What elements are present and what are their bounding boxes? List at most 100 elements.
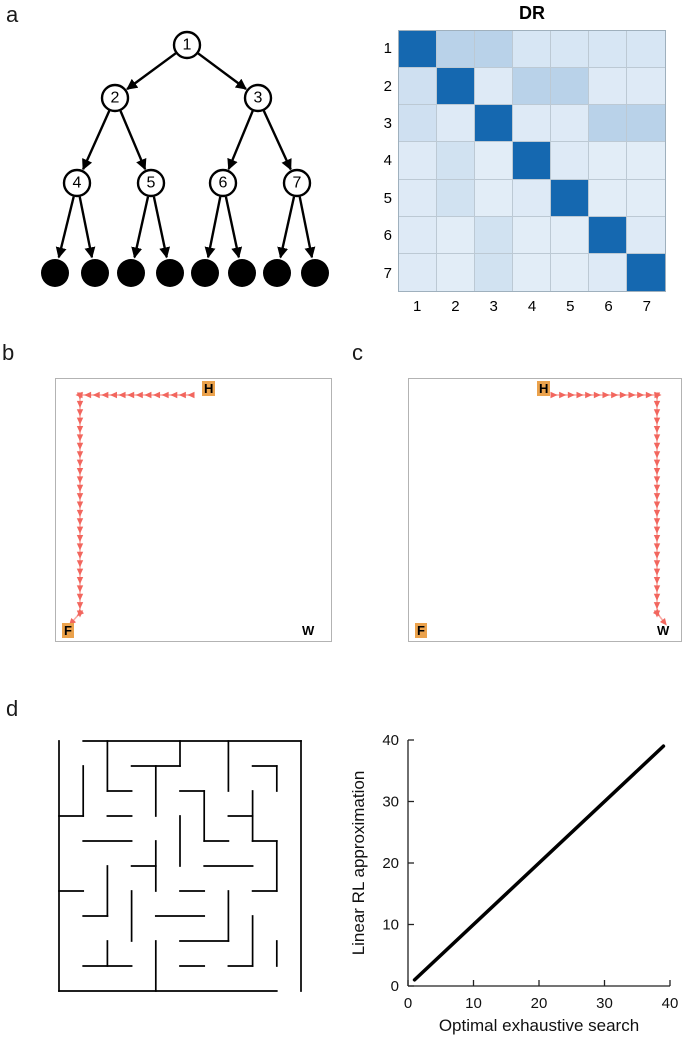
tree-node-circle: [136, 168, 166, 198]
path-arrow: [76, 409, 84, 417]
path-arrow: [76, 576, 84, 584]
heatmap-cell: [475, 253, 513, 291]
path-arrow: [144, 391, 152, 399]
water-label-b: W: [302, 623, 315, 638]
path-arrow: [161, 391, 169, 399]
path-arrow: [619, 391, 627, 399]
heatmap-cell: [437, 68, 475, 106]
heatmap-cell: [627, 31, 665, 69]
path-arrow: [187, 391, 195, 399]
path-arrow: [76, 509, 84, 517]
heatmap-cell: [551, 179, 589, 217]
heatmap-cell: [399, 179, 437, 217]
path-arrow: [76, 476, 84, 484]
path-arrow: [76, 501, 84, 509]
path-arrow: [653, 434, 661, 442]
x-tick-label: 20: [531, 995, 548, 1012]
tree-node-label: 1: [183, 37, 192, 54]
heatmap-cell: [627, 105, 665, 143]
heatmap-col-label: 4: [527, 297, 537, 315]
heatmap-cell: [513, 216, 551, 254]
path-arrow: [76, 535, 84, 543]
heatmap-cell: [513, 253, 551, 291]
path-arrow: [653, 568, 661, 576]
heatmap-cell: [513, 31, 551, 69]
heatmap-cell: [437, 253, 475, 291]
tree-node-circle: [172, 30, 202, 60]
heatmap-cell: [437, 179, 475, 217]
heatmap-col-label: 7: [642, 297, 652, 315]
heatmap-cell: [513, 105, 551, 143]
heatmap-cell: [589, 216, 627, 254]
tree-nodes: 1 2 3 4 5 6 7: [41, 30, 329, 287]
heatmap-cell: [437, 31, 475, 69]
heatmap-cell: [589, 31, 627, 69]
path-arrow: [127, 391, 135, 399]
path-arrow: [76, 585, 84, 593]
path-arrow: [92, 391, 100, 399]
path-arrow: [101, 391, 109, 399]
tree-edge: [131, 196, 150, 259]
path-arrow: [637, 391, 645, 399]
path-arrow: [76, 526, 84, 534]
path-arrow: [76, 400, 84, 408]
path-arrow: [653, 593, 661, 601]
x-tick-label: 0: [404, 995, 412, 1012]
path-arrow: [76, 602, 84, 610]
heatmap-grid: [398, 30, 666, 292]
heatmap-cell: [437, 142, 475, 180]
heatmap-col-label: 1: [412, 297, 422, 315]
tree-edge: [82, 110, 111, 171]
tree-node-3: 3: [243, 83, 273, 113]
path-arrow: [653, 526, 661, 534]
path-arrow: [653, 501, 661, 509]
tree-edge: [152, 196, 171, 259]
heatmap-row-label: 6: [383, 227, 392, 245]
heatmap-cell: [513, 179, 551, 217]
path-arrow: [76, 417, 84, 425]
path-arrow: [76, 493, 84, 501]
path-arrow: [550, 391, 558, 399]
heatmap-cell: [627, 68, 665, 106]
tree-edge: [224, 196, 243, 259]
path-arrow: [76, 426, 84, 434]
tree-leaf: [228, 259, 256, 287]
path-arrow: [653, 509, 661, 517]
path-arrow: [653, 560, 661, 568]
path-arrow: [628, 391, 636, 399]
heatmap-cell: [513, 68, 551, 106]
path-arrow: [653, 442, 661, 450]
heatmap-cell: [589, 68, 627, 106]
heatmap-col-label: 2: [451, 297, 460, 315]
x-axis-label: Optimal exhaustive search: [439, 1016, 639, 1035]
tree-node-label: 5: [147, 175, 156, 192]
heatmap-row-label: 2: [383, 77, 392, 95]
heatmap-cell: [589, 142, 627, 180]
path-arrow: [653, 493, 661, 501]
path-arrow: [602, 391, 610, 399]
path-arrow: [76, 392, 84, 400]
tree-leaf: [191, 259, 219, 287]
tree-node-label: 7: [293, 175, 302, 192]
path-line: [553, 394, 665, 623]
path-arrow: [653, 551, 661, 559]
tree-node-circle: [62, 168, 92, 198]
path-arrow: [653, 476, 661, 484]
tree-node-1: 1: [172, 30, 202, 60]
heatmap-row-label: 1: [383, 40, 392, 58]
path-arrow: [76, 442, 84, 450]
tree-node-label: 4: [73, 175, 82, 192]
path-arrow: [653, 392, 661, 400]
path-arrow: [109, 391, 117, 399]
path-arrow: [653, 576, 661, 584]
heatmap-cell: [551, 31, 589, 69]
path-arrow: [76, 451, 84, 459]
heatmap-row-label: 3: [383, 115, 392, 133]
tree-node-circle: [100, 83, 130, 113]
heatmap-cell: [399, 68, 437, 106]
y-tick-label: 40: [382, 732, 399, 749]
heatmap-cell: [627, 142, 665, 180]
